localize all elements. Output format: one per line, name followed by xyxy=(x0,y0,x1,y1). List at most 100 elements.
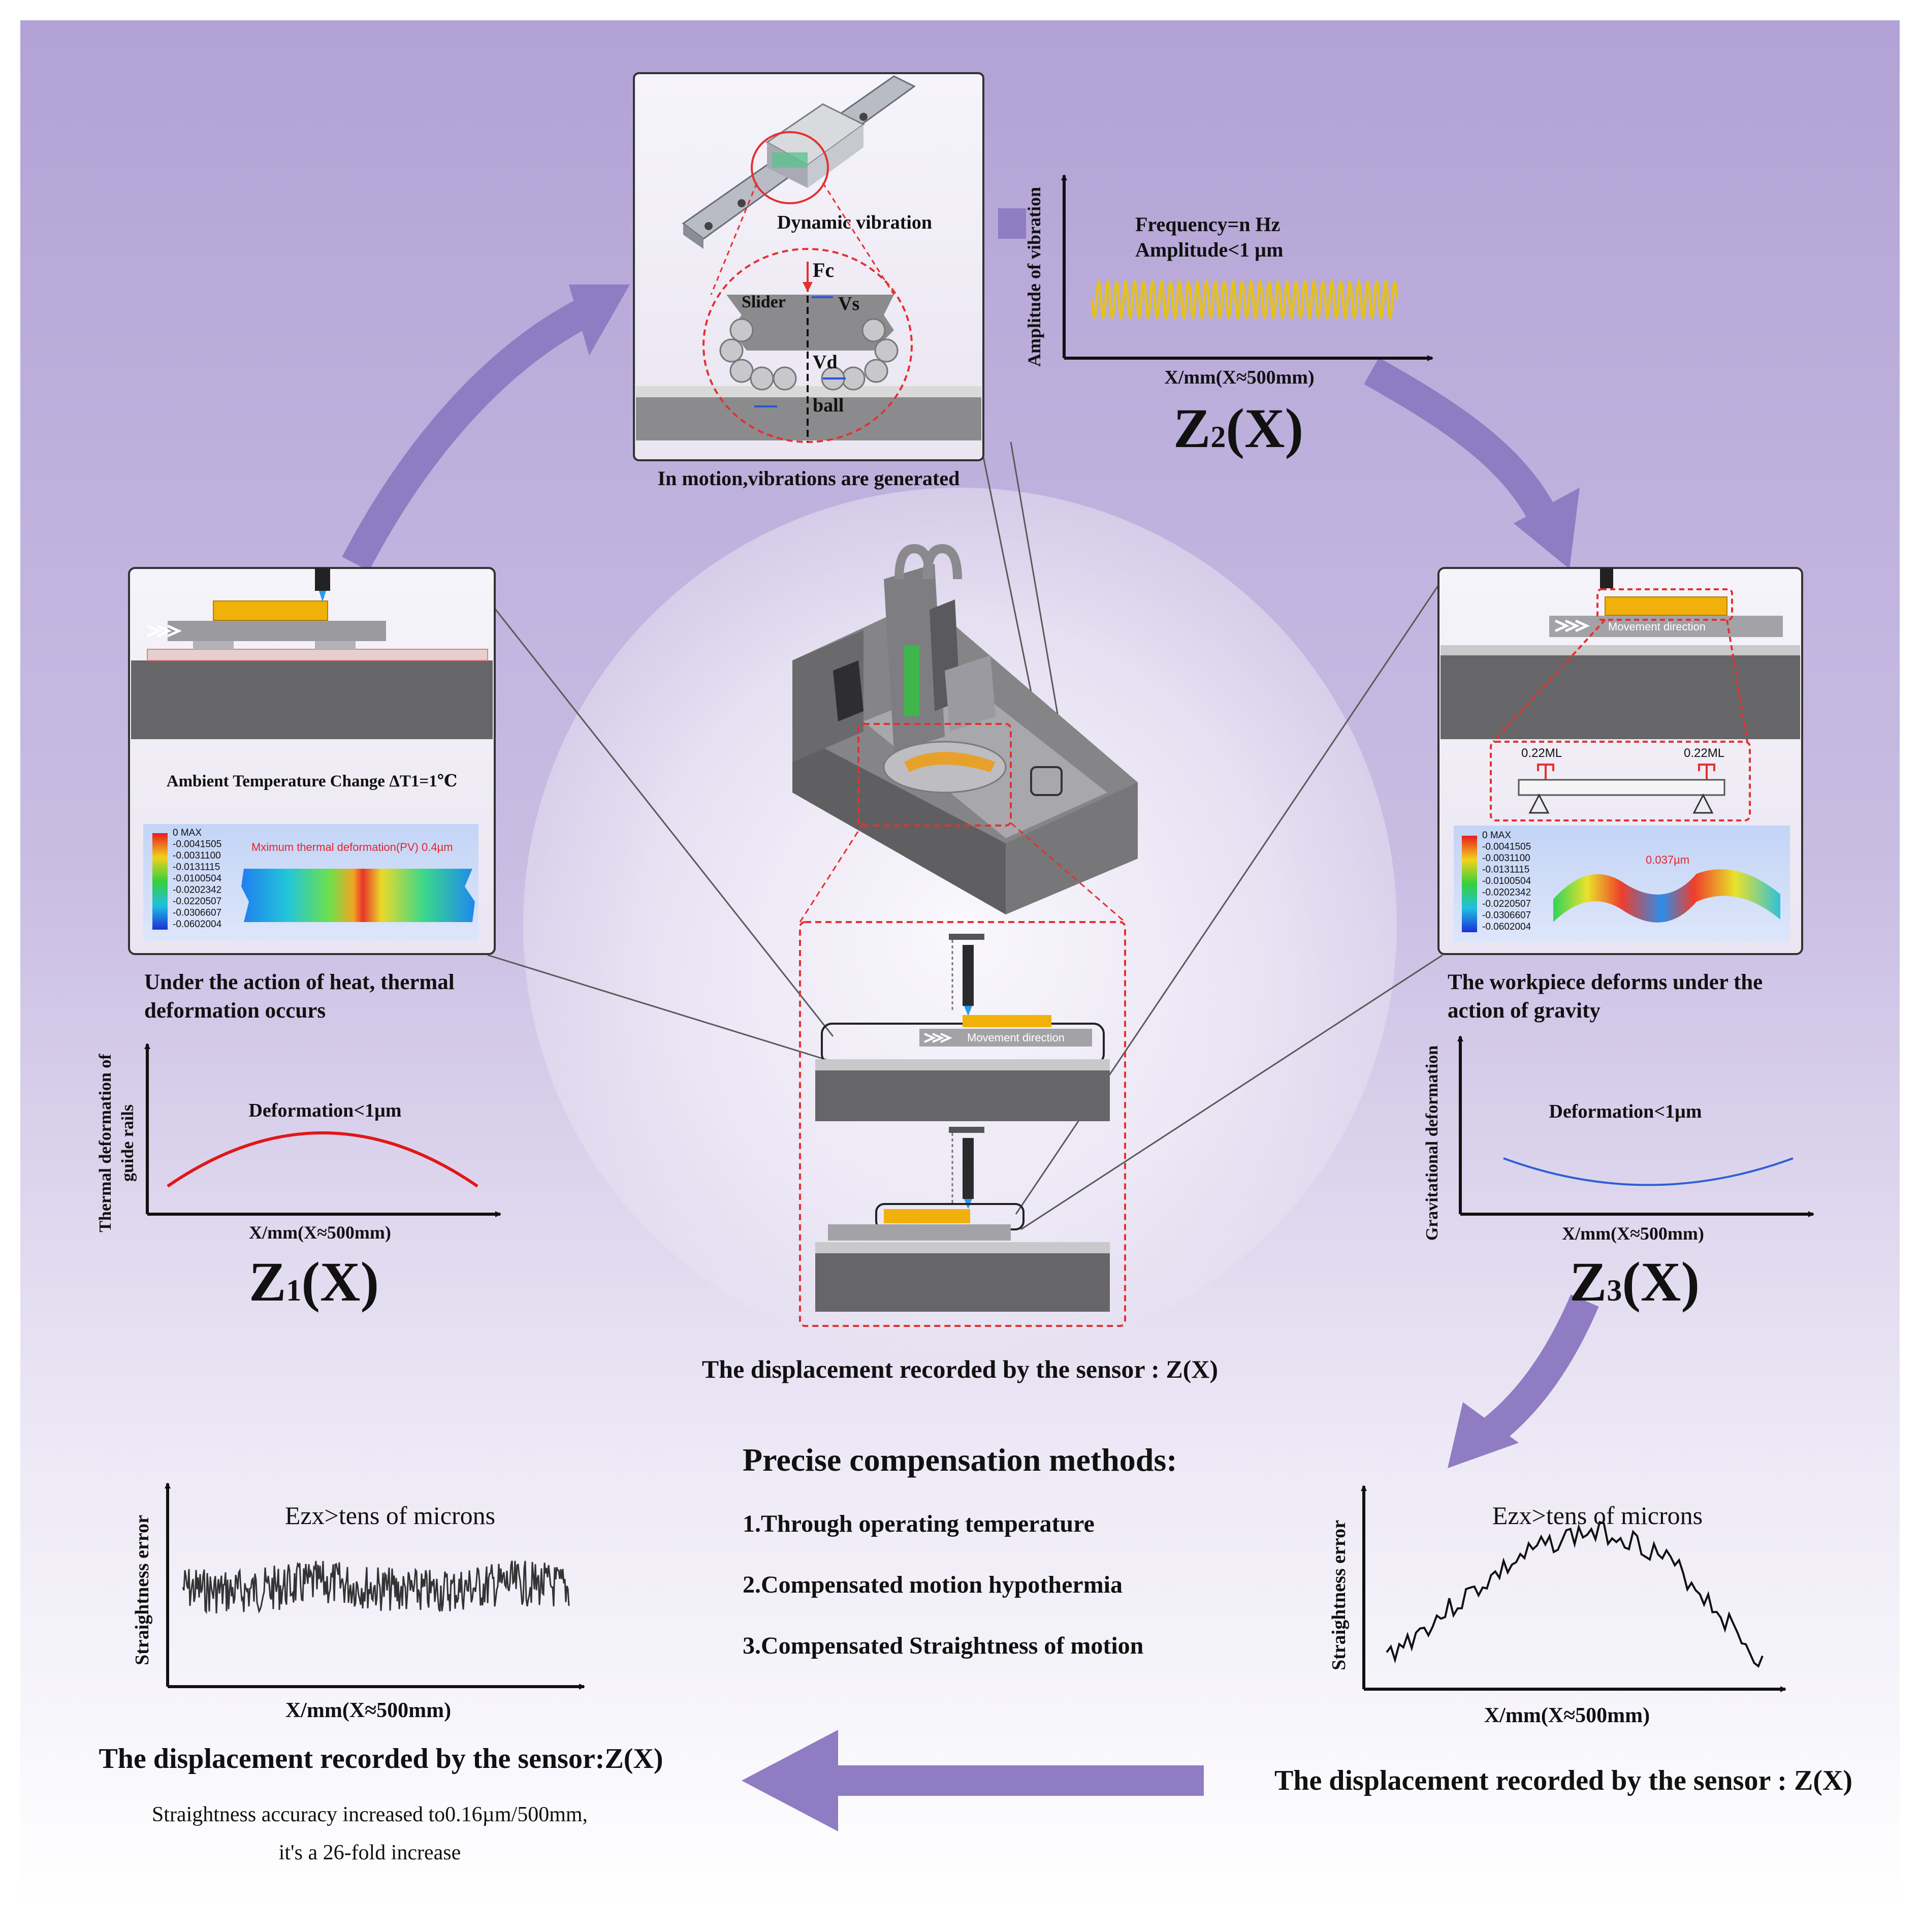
load-detail-box xyxy=(1490,741,1751,821)
z3-annotation: Deformation<1µm xyxy=(1549,1101,1702,1122)
top-guide-rail-panel: Dynamic vibration Fc Slider Vs Vd ball I… xyxy=(633,72,984,490)
z2-ylabel: Amplitude of vibration xyxy=(1024,187,1044,367)
br-ylabel: Straightness error xyxy=(1328,1520,1350,1670)
fc-label: Fc xyxy=(813,259,834,281)
cycle-arrow xyxy=(838,1765,1204,1796)
ball-label: ball xyxy=(813,395,844,416)
right-caption-line2: action of gravity xyxy=(1448,999,1601,1023)
legend-value: -0.0220507 xyxy=(1482,899,1531,909)
cycle-arrow xyxy=(1514,488,1580,569)
legend-value: -0.0031100 xyxy=(173,850,221,861)
legend-value: -0.0602004 xyxy=(1482,922,1531,932)
legend-value: -0.0306607 xyxy=(1482,910,1531,921)
supports xyxy=(1528,793,1714,814)
cycle-arrow xyxy=(1364,357,1558,525)
legend-value: -0.0202342 xyxy=(1482,888,1531,898)
compensation-methods: Precise compensation methods: 1.Through … xyxy=(743,1442,1177,1659)
thermal-heatmap-rail xyxy=(241,869,475,922)
br-xlabel: X/mm(X≈500mm) xyxy=(1484,1704,1650,1727)
method-item: 2.Compensated motion hypothermia xyxy=(743,1571,1123,1598)
z1-ylabel-line1: Thermal deformation of xyxy=(96,1054,115,1232)
linear-guide-rail-illustration xyxy=(682,75,916,249)
dynamic-vibration-label: Dynamic vibration xyxy=(777,212,932,233)
displacement-sensor-probe xyxy=(963,1138,974,1199)
zoom-circle xyxy=(751,131,829,204)
br-annotation: Ezx>tens of microns xyxy=(1492,1501,1703,1530)
load-right-label: 0.22ML xyxy=(1684,746,1724,760)
legend-value: 0 MAX xyxy=(173,828,202,838)
legend-value: -0.0041505 xyxy=(173,839,221,850)
legend-value: 0 MAX xyxy=(1482,830,1511,841)
bottom-left-straightness-chart: Straightness error Ezx>tens of microns X… xyxy=(99,1482,663,1864)
z1-title: Z1(X) xyxy=(249,1251,379,1313)
z2-vibration-chart: Amplitude of vibration Frequency=n Hz Am… xyxy=(1024,174,1433,459)
legend-values: 0 MAX-0.0041505-0.0031100-0.0131115-0.01… xyxy=(173,828,222,930)
legend-value: -0.0202342 xyxy=(173,885,221,896)
z2-annotation-frequency: Frequency=n Hz xyxy=(1135,213,1280,236)
gravitational-deformation-curve xyxy=(1503,1157,1794,1186)
z2-xlabel: X/mm(X≈500mm) xyxy=(1164,367,1314,388)
cycle-arrow xyxy=(1448,1402,1519,1468)
arrow-heads xyxy=(569,284,1580,1831)
bl-note-line1: Straightness accuracy increased to0.16µm… xyxy=(152,1803,588,1826)
displacement-sensor-probe xyxy=(963,945,974,1006)
cycle-arrow xyxy=(742,1730,838,1831)
straightness-error-trace xyxy=(1386,1521,1764,1668)
z3-xlabel: X/mm(X≈500mm) xyxy=(1562,1223,1704,1244)
sensor-detail-box: Movement direction xyxy=(799,921,1126,1327)
color-legend xyxy=(152,833,168,930)
displacement-sensor-probe xyxy=(1600,568,1613,588)
z2-annotation-amplitude: Amplitude<1 µm xyxy=(1135,238,1283,261)
straightness-error-trace xyxy=(182,1560,570,1614)
left-caption-line2: deformation occurs xyxy=(144,999,326,1023)
max-gravity-label: 0.037µm xyxy=(1646,853,1689,866)
displacement-sensor-probe xyxy=(315,568,330,591)
legend-value: -0.0041505 xyxy=(1482,842,1531,852)
cycle-arrow xyxy=(1474,1294,1599,1450)
right-caption-line1: The workpiece deforms under the xyxy=(1448,970,1763,994)
z1-annotation: Deformation<1µm xyxy=(248,1100,401,1121)
z3-ylabel: Gravitational deformation xyxy=(1423,1046,1442,1241)
slider-label: Slider xyxy=(742,293,786,311)
method-item: 1.Through operating temperature xyxy=(743,1510,1095,1537)
methods-title: Precise compensation methods: xyxy=(743,1442,1177,1478)
cycle-arrow xyxy=(569,284,630,356)
bl-note-line2: it's a 26-fold increase xyxy=(279,1841,461,1864)
legend-value: -0.0602004 xyxy=(173,919,222,930)
workpiece xyxy=(213,600,328,621)
bl-annotation: Ezx>tens of microns xyxy=(285,1501,495,1530)
ball-bearings xyxy=(719,318,899,391)
z1-thermal-chart: Thermal deformation of guide rails Defor… xyxy=(96,1043,501,1313)
z2-title: Z2(X) xyxy=(1173,397,1303,459)
slider-block xyxy=(726,295,894,351)
method-item: 3.Compensated Straightness of motion xyxy=(743,1632,1143,1659)
right-gravity-panel: Movement direction 0.22ML 0.22ML 0 MAX-0… xyxy=(1437,567,1803,1023)
bl-xlabel: X/mm(X≈500mm) xyxy=(285,1699,451,1722)
beam xyxy=(1518,779,1725,796)
detail-frame xyxy=(799,921,1126,1327)
connector-lines xyxy=(487,441,1444,1230)
top-panel-caption: In motion,vibrations are generated xyxy=(658,467,960,490)
legend-value: -0.0220507 xyxy=(173,896,221,907)
machine-tool-illustration xyxy=(792,544,1138,914)
max-thermal-label: Mximum thermal deformation(PV) 0.4µm xyxy=(251,841,453,853)
color-legend xyxy=(1462,836,1477,932)
left-thermal-panel: Ambient Temperature Change ΔT1=1℃ 0 MAX-… xyxy=(128,567,496,1023)
legend-value: -0.0100504 xyxy=(173,873,222,884)
legend-value: -0.0100504 xyxy=(1482,876,1531,886)
legend-value: -0.0306607 xyxy=(173,908,221,919)
cycle-arrows xyxy=(342,208,1599,1450)
legend-value: -0.0131115 xyxy=(173,862,220,873)
gravity-heatmap-workpiece xyxy=(1553,869,1780,923)
legend-values: 0 MAX-0.0041505-0.0031100-0.0131115-0.01… xyxy=(1482,830,1531,932)
legend-value: -0.0131115 xyxy=(1482,865,1529,875)
bl-ylabel: Straightness error xyxy=(132,1515,153,1665)
z3-title: Z3(X) xyxy=(1570,1251,1700,1313)
z1-ylabel-line2: guide rails xyxy=(118,1104,137,1182)
center-movement-label: Movement direction xyxy=(967,1031,1065,1044)
center-caption: The displacement recorded by the sensor … xyxy=(702,1355,1218,1383)
left-caption-line1: Under the action of heat, thermal xyxy=(144,970,455,994)
ambient-temperature-label: Ambient Temperature Change ΔT1=1℃ xyxy=(167,772,458,790)
vs-label: Vs xyxy=(838,293,859,314)
